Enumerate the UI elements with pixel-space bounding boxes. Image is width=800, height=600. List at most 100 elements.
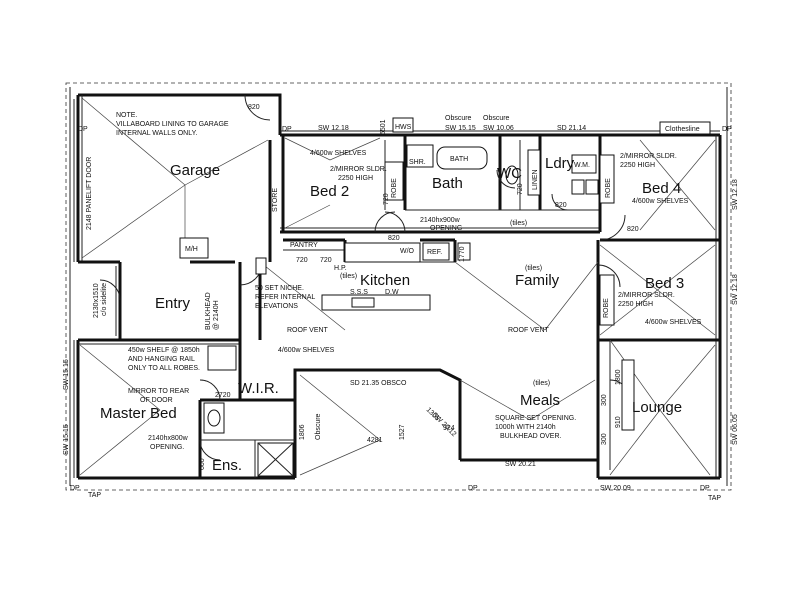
washing-machine — [571, 154, 597, 174]
note-store: STORE — [272, 188, 279, 212]
room-label-wir: W.I.R. — [238, 380, 279, 397]
note-clothesline: Clothesline — [665, 126, 700, 133]
note-entry-door-2: c/o sidelite — [101, 283, 108, 316]
dim-720-4: 720 — [320, 257, 332, 264]
note-master-opening-1: 2140hx800w — [148, 435, 189, 442]
kitchen-end — [457, 242, 471, 261]
dim-sw-0605: SW 06.05 — [732, 414, 739, 445]
bathtub — [436, 146, 488, 170]
dim-820-2: 820 — [388, 235, 400, 242]
note-bath-fixture: BATH — [450, 156, 468, 163]
note-bed2-shelves: 4/600w SHELVES — [310, 150, 367, 157]
note-shelf-1: 450w SHELF @ 1850h — [128, 347, 200, 354]
room-label-bed4: Bed 4 — [642, 180, 681, 197]
note-opening-1: 2140hx900w — [420, 217, 461, 224]
kitchen-cabinets — [344, 242, 421, 263]
dim-910: 910 — [615, 416, 622, 428]
dim-sw-2009: SW 20.09 — [600, 485, 631, 492]
note-bed2-mirror-2: 2250 HIGH — [338, 175, 373, 182]
dim-sw-1006: SW 10.06 — [483, 125, 514, 132]
note-hp: H.P. — [334, 265, 347, 272]
room-label-wc: WC — [497, 165, 522, 182]
hws — [392, 117, 414, 133]
dim-1800: 1800 — [615, 369, 622, 385]
note-shelf-2: AND HANGING RAIL — [128, 356, 195, 363]
room-label-meals: Meals — [520, 392, 560, 409]
dim-4281: 4281 — [367, 437, 383, 444]
dim-sd-2135: SD 21.35 OBSCO — [350, 380, 407, 387]
ensuite-basin — [207, 409, 221, 427]
dim-dp1: DP — [78, 126, 88, 133]
room-label-kitchen: Kitchen — [360, 272, 410, 289]
note-tiles-3: (tiles) — [525, 265, 542, 272]
note-entry-door: 2130x1510 — [93, 283, 100, 318]
note-dw: D.W — [385, 289, 399, 296]
entry-column — [255, 257, 267, 275]
dim-sw-2021: SW 20.21 — [505, 461, 536, 468]
room-label-ldry: Ldry — [545, 155, 575, 172]
dim-sw-1515-top: SW 15.15 — [445, 125, 476, 132]
note-robe-bed2: ROBE — [391, 178, 398, 198]
note-pantry: PANTRY — [290, 242, 318, 249]
note-mirror-2: OF DOOR — [140, 397, 173, 404]
note-niche-2: REFER INTERNAL — [255, 294, 315, 301]
dim-720-1: 720 — [383, 193, 390, 205]
note-bed3-mirror-1: 2/MIRROR SLDR. — [618, 292, 675, 299]
note-garage-1: NOTE. — [116, 112, 137, 119]
note-square-set-2: 1000h WITH 2140h — [495, 424, 556, 431]
dim-dp3: DP — [722, 126, 732, 133]
dim-600: 600 — [199, 458, 206, 470]
dim-300b: 300 — [601, 433, 608, 445]
dim-dp5: DP — [468, 485, 478, 492]
note-garage-3: INTERNAL WALLS ONLY. — [116, 130, 197, 137]
note-roof-vent-1: ROOF VENT — [287, 327, 329, 334]
note-wir-shelves: 4/600w SHELVES — [278, 347, 335, 354]
note-robe-bed3: ROBE — [603, 298, 610, 318]
note-bed4-mirror-1: 2/MIRROR SLDR. — [620, 153, 677, 160]
room-label-bath: Bath — [432, 175, 463, 192]
dim-820-3: 820 — [555, 202, 567, 209]
dim-tap1: TAP — [88, 492, 101, 499]
room-label-ens: Ens. — [212, 457, 242, 474]
dim-924: 924 — [443, 425, 455, 432]
dim-720-2: 720 — [517, 183, 524, 195]
note-panelift: 2148 PANELIFT DOOR — [86, 157, 93, 230]
note-bed4-shelves: 4/600w SHELVES — [632, 198, 689, 205]
note-bed3-mirror-2: 2250 HIGH — [618, 301, 653, 308]
note-wm: W.M. — [574, 162, 590, 169]
note-ref: REF. — [427, 249, 442, 256]
plan-notes: NOTE. VILLABOARD LINING TO GARAGE INTERN… — [86, 112, 702, 451]
note-bed2-mirror-1: 2/MIRROR SLDR. — [330, 166, 387, 173]
garage-mh — [179, 237, 209, 259]
outer-walls — [73, 93, 722, 480]
note-shr: SHR. — [409, 159, 426, 166]
shower — [406, 144, 434, 168]
fixtures — [179, 117, 711, 477]
note-bed4-mirror-2: 2250 HIGH — [620, 162, 655, 169]
dim-sw-1218-top: SW 12.18 — [318, 125, 349, 132]
linen-cupboard — [527, 149, 541, 196]
room-label-master-bed: Master Bed — [100, 405, 177, 422]
dim-300a: 300 — [601, 394, 608, 406]
eaves-lines — [65, 82, 732, 491]
wir-shelf — [207, 345, 237, 371]
room-label-bed2: Bed 2 — [310, 183, 349, 200]
note-tiles-4: (tiles) — [533, 380, 550, 387]
note-mirror-1: MIRROR TO REAR — [128, 388, 189, 395]
note-wo: W/O — [400, 248, 415, 255]
roof-lines — [79, 97, 716, 476]
note-hws: HWS — [395, 124, 412, 131]
note-bulkhead-1: BULKHEAD — [205, 292, 212, 330]
dim-tap2: TAP — [708, 495, 721, 502]
bed4-robe — [599, 154, 615, 204]
lounge-window — [621, 359, 635, 431]
note-garage-2: VILLABOARD LINING TO GARAGE — [116, 121, 229, 128]
note-linen: LINEN — [532, 169, 539, 190]
note-obscure-2: Obscure — [445, 115, 472, 122]
internal-walls — [78, 135, 720, 478]
room-label-family: Family — [515, 272, 560, 289]
fridge — [422, 242, 450, 261]
dim-1770: 1770 — [459, 246, 466, 262]
kitchen-sink — [351, 297, 375, 308]
